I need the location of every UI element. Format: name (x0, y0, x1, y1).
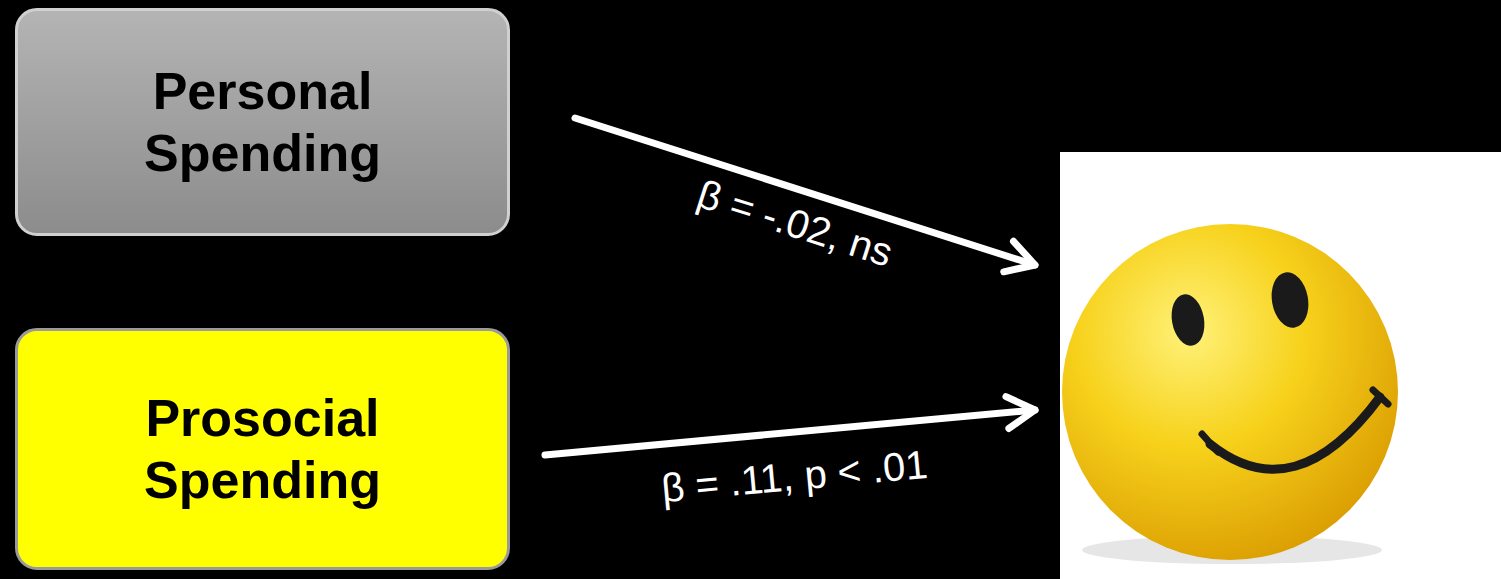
arrow-head (1006, 397, 1035, 429)
smiley-ball (1062, 224, 1398, 560)
smiley-eye (1267, 269, 1312, 330)
arrow-shaft (545, 410, 1035, 455)
photo-ground (1060, 152, 1501, 579)
node-label: Personal Spending (113, 60, 413, 185)
coefficient-label: β = .11, p < .01 (659, 442, 929, 511)
smiley-eye (1168, 292, 1209, 349)
process-box: Prosocial Spending (15, 328, 510, 570)
arrow-connector (545, 397, 1035, 455)
node-label: Prosocial Spending (113, 387, 413, 512)
smiley-mouth-end (1373, 390, 1388, 404)
smiley-mouth-end (1202, 434, 1218, 452)
outcome-image (1060, 152, 1501, 579)
process-box: Personal Spending (15, 8, 510, 236)
arrow-head (1004, 241, 1035, 271)
smiley-illustration (1060, 152, 1501, 579)
smiley-mouth (1210, 397, 1380, 469)
